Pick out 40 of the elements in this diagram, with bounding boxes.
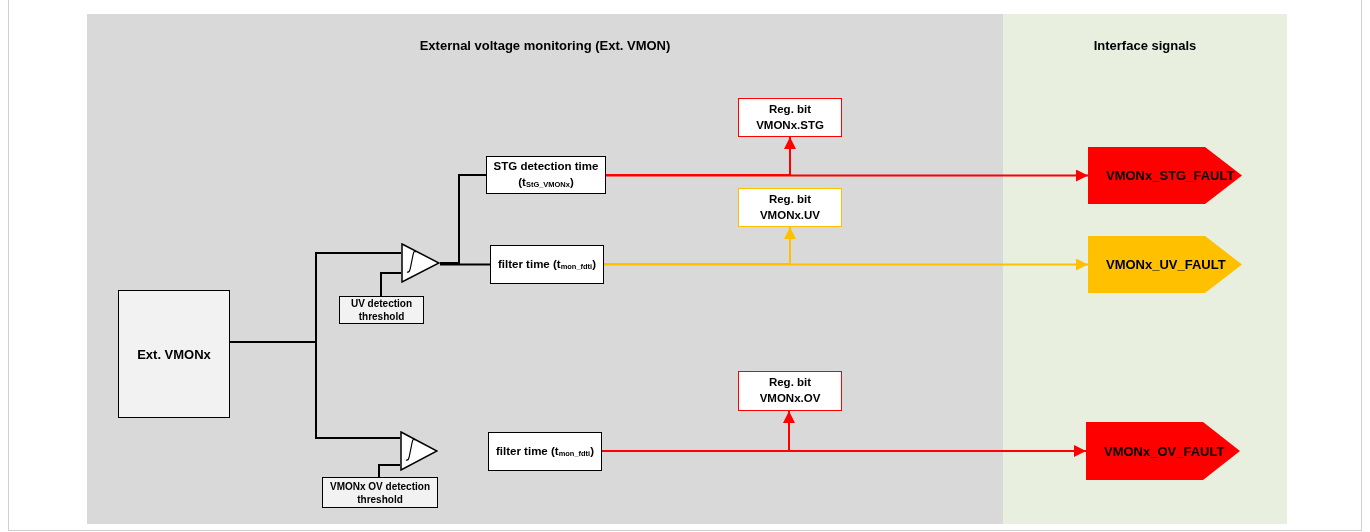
- box-label: UV detection threshold: [349, 297, 414, 323]
- register-box: [738, 188, 842, 227]
- box-label: Reg. bit VMONx.OV: [758, 375, 822, 406]
- box-label: filter time (t$_{mon_fdti}$): [498, 256, 596, 273]
- box-label: Reg. bit VMONx.UV: [758, 192, 822, 223]
- arrow: [605, 136, 796, 176]
- fault-signal-flag: [1088, 147, 1242, 204]
- register-box: [738, 98, 842, 137]
- filter-box: [490, 245, 604, 284]
- box-label: filter time (t$_{mon_fdti}$): [496, 443, 594, 460]
- connector-line: [439, 263, 491, 266]
- arrow: [603, 258, 1089, 271]
- signal-name: VMONx_OV_FAULT: [1104, 443, 1225, 459]
- connector-line: [229, 341, 401, 439]
- register-box: [738, 371, 842, 411]
- connector-line: [380, 272, 402, 297]
- signal-name: VMONx_STG_FAULT: [1106, 168, 1235, 183]
- box-label: Ext. VMONx: [137, 346, 211, 362]
- box-label: Reg. bit VMONx.STG: [755, 102, 825, 133]
- interface-panel: [1003, 14, 1287, 524]
- threshold-box: [339, 296, 424, 324]
- threshold-box: [322, 477, 438, 508]
- signal-name: VMONx_UV_FAULT: [1106, 257, 1226, 272]
- box-label: VMONx OV detection threshold: [329, 479, 431, 506]
- fault-signal-flag: [1088, 236, 1242, 293]
- arrow: [603, 226, 796, 265]
- arrow: [605, 169, 1089, 182]
- fault-signal-flag: [1086, 422, 1240, 480]
- panel-title: External voltage monitoring (Ext. VMON): [419, 38, 671, 53]
- comparator-symbol: [400, 431, 438, 471]
- arrow: [601, 410, 795, 452]
- connector-line: [439, 174, 487, 264]
- monitoring-panel: [87, 14, 1003, 524]
- comparator-symbol: [401, 243, 440, 283]
- panel-title: Interface signals: [1093, 38, 1197, 53]
- timer-box: [486, 156, 606, 194]
- filter-box: [488, 432, 602, 471]
- connector-line: [378, 464, 401, 478]
- box-label: STG detection time (t$_{StG_VMONx}$): [492, 159, 600, 191]
- source-box: [118, 290, 230, 418]
